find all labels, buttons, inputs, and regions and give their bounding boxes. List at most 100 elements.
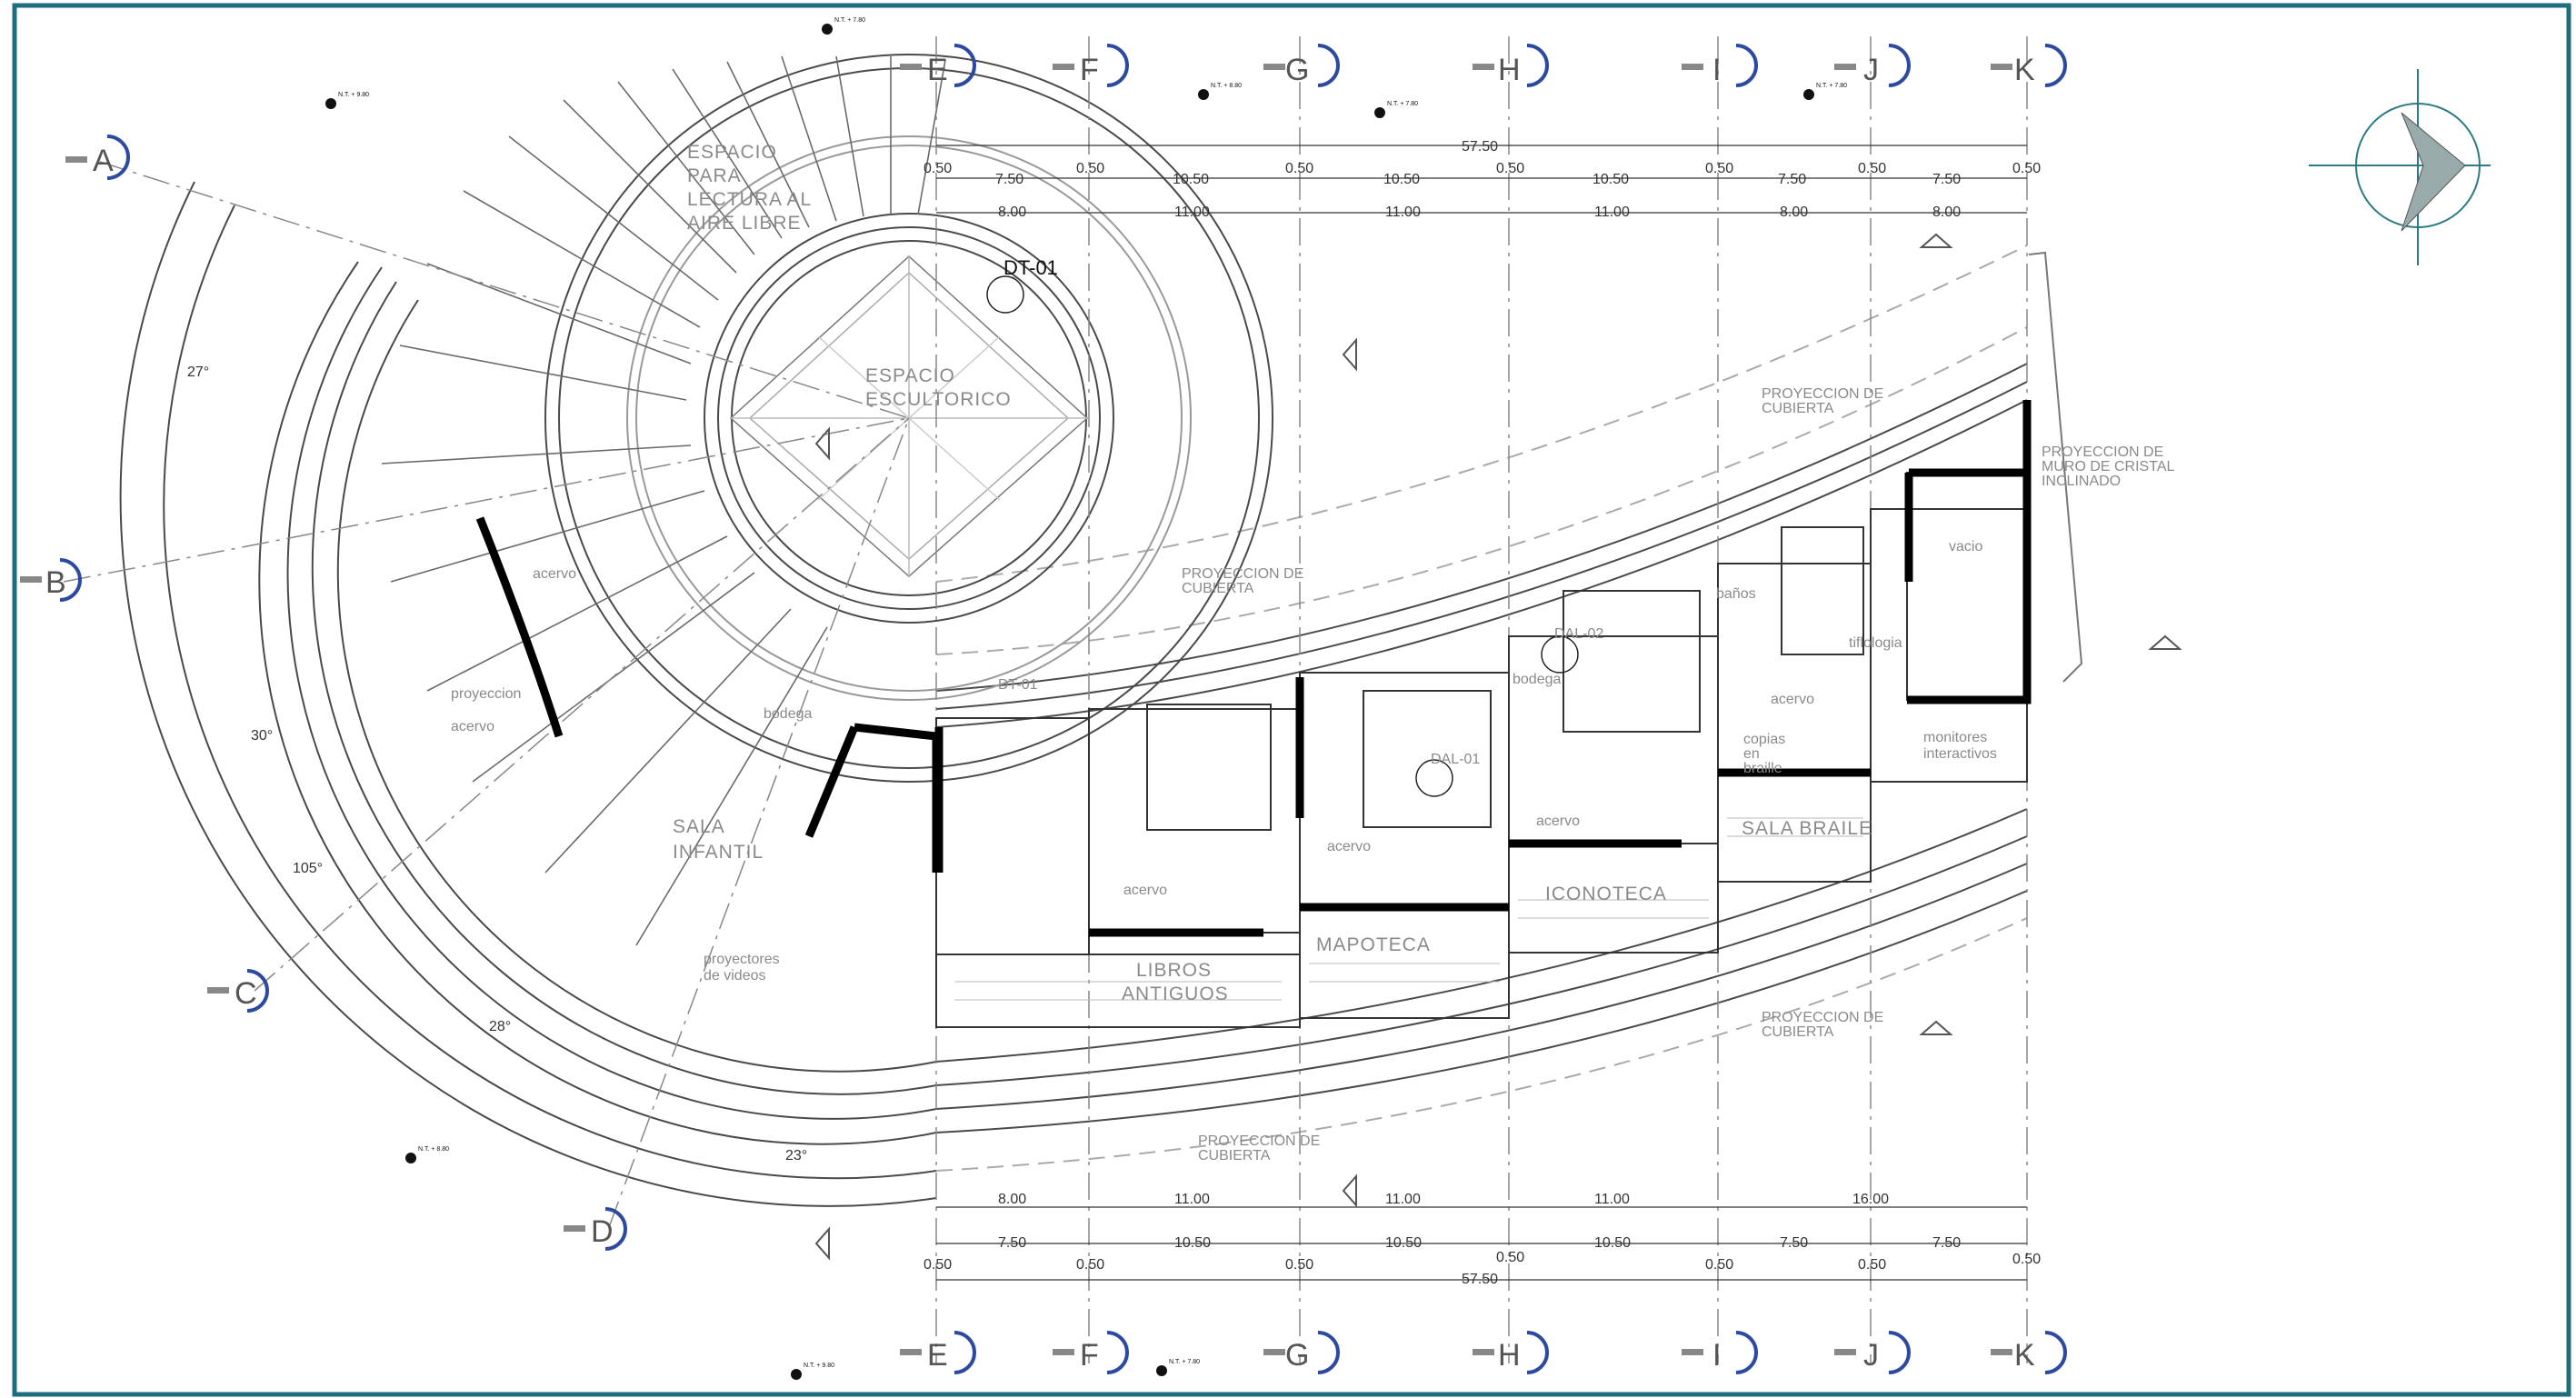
grid-bubbles-left: A B C D [20, 135, 627, 1251]
svg-text:8.00: 8.00 [1932, 205, 1961, 220]
svg-text:10.50: 10.50 [1593, 172, 1629, 187]
svg-text:E: E [927, 1338, 948, 1373]
svg-text:CUBIERTA: CUBIERTA [1182, 581, 1254, 596]
grid-bubble-h-top: H [1473, 44, 1549, 87]
svg-text:copias: copias [1743, 732, 1785, 747]
grid-lines [63, 36, 2028, 1363]
svg-text:10.50: 10.50 [1383, 172, 1420, 187]
grid-bubble-k-top: K [1991, 44, 2067, 87]
svg-text:N.T. + 7.80: N.T. + 7.80 [1169, 1359, 1200, 1365]
svg-text:11.00: 11.00 [1385, 1192, 1421, 1207]
svg-text:G: G [1285, 1338, 1309, 1373]
svg-text:I: I [1712, 53, 1721, 87]
svg-text:ANTIGUOS: ANTIGUOS [1122, 984, 1229, 1004]
svg-text:PROYECCION DE: PROYECCION DE [2042, 444, 2163, 460]
grid-bubble-c: C [207, 969, 269, 1013]
svg-text:7.50: 7.50 [1778, 172, 1806, 187]
svg-text:G: G [1285, 53, 1309, 87]
level-markers: N.T. + 7.80 N.T. + 9.80 N.T. + 8.80 N.T.… [325, 17, 1847, 1380]
grid-bubble-k-bottom: K [1991, 1331, 2067, 1374]
grid-bubble-g-top: G [1263, 44, 1340, 87]
svg-text:F: F [1080, 53, 1099, 87]
svg-text:PARA: PARA [687, 165, 742, 186]
svg-text:PROYECCION DE: PROYECCION DE [1198, 1133, 1320, 1149]
level-marker: N.T. + 9.80 [325, 92, 369, 109]
svg-text:0.50: 0.50 [1496, 1250, 1524, 1265]
section-markers [814, 233, 2182, 1261]
svg-text:7.50: 7.50 [998, 1235, 1026, 1251]
svg-text:proyectores: proyectores [704, 952, 780, 967]
room-walls [935, 472, 2028, 1028]
level-marker: N.T. + 8.80 [405, 1146, 449, 1163]
svg-text:E: E [927, 53, 948, 87]
svg-text:10.50: 10.50 [1594, 1235, 1631, 1251]
level-marker: N.T. + 9.80 [791, 1363, 834, 1380]
grid-bubble-i-top: I [1682, 44, 1758, 87]
svg-text:ESPACIO: ESPACIO [687, 142, 777, 163]
grid-bubbles-top: E F G H I J K [900, 44, 2067, 87]
detail-callouts: DT-01 DAL-01 DAL-02 DT-01 [986, 256, 1603, 797]
svg-text:J: J [1863, 53, 1879, 87]
level-marker: N.T. + 7.80 [1374, 101, 1418, 118]
dimensions-bottom [936, 1206, 2027, 1281]
svg-text:11.00: 11.00 [1594, 1192, 1630, 1207]
svg-text:0.50: 0.50 [2012, 1252, 2041, 1267]
svg-text:J: J [1863, 1338, 1879, 1373]
svg-text:23°: 23° [785, 1148, 807, 1163]
level-marker: N.T. + 8.80 [1198, 83, 1242, 100]
svg-text:0.50: 0.50 [1285, 161, 1313, 176]
svg-text:SALA: SALA [673, 816, 725, 837]
svg-text:11.00: 11.00 [1174, 1192, 1210, 1207]
svg-text:0.50: 0.50 [924, 1257, 952, 1273]
svg-text:8.00: 8.00 [1780, 205, 1808, 220]
svg-text:acervo: acervo [533, 566, 576, 582]
grid-bubble-e-top: E [900, 44, 976, 87]
angle-labels: 27° 30° 105° 28° 23° [187, 364, 807, 1163]
svg-text:DAL-02: DAL-02 [1554, 626, 1603, 642]
svg-text:0.50: 0.50 [1705, 161, 1733, 176]
svg-text:0.50: 0.50 [1285, 1257, 1313, 1273]
svg-text:16.00: 16.00 [1852, 1192, 1889, 1207]
svg-text:N.T. + 7.80: N.T. + 7.80 [1816, 83, 1847, 89]
svg-text:ESCULTORICO: ESCULTORICO [865, 389, 1012, 410]
curved-shell [119, 181, 2028, 1207]
thick-walls [475, 400, 2032, 937]
grid-bubble-d: D [564, 1207, 627, 1251]
svg-text:DT-01: DT-01 [1003, 256, 1058, 279]
svg-text:N.T. + 8.80: N.T. + 8.80 [1211, 83, 1242, 89]
dimension-labels-top: 57.50 0.50 7.50 0.50 10.50 0.50 10.50 0.… [924, 139, 2041, 220]
svg-text:105°: 105° [293, 861, 323, 876]
grid-bubble-a: A [65, 135, 130, 180]
svg-text:proyeccion: proyeccion [451, 686, 521, 702]
svg-text:0.50: 0.50 [1076, 1257, 1104, 1273]
svg-text:57.50: 57.50 [1462, 1272, 1498, 1287]
projection-notes: PROYECCION DE CUBIERTA PROYECCION DE CUB… [1182, 386, 2174, 1163]
svg-text:8.00: 8.00 [998, 1192, 1026, 1207]
grid-bubble-e-bottom: E [900, 1331, 976, 1374]
north-arrow-icon [2309, 69, 2491, 265]
svg-text:DAL-01: DAL-01 [1431, 752, 1480, 767]
svg-text:N.T. + 7.80: N.T. + 7.80 [834, 17, 865, 24]
svg-text:DT-01: DT-01 [998, 677, 1038, 693]
glass-wall [2028, 251, 2083, 683]
svg-text:C: C [235, 976, 257, 1011]
dimensions-top [936, 145, 2027, 214]
svg-text:PROYECCION DE: PROYECCION DE [1762, 386, 1883, 402]
svg-text:MURO DE CRISTAL: MURO DE CRISTAL [2042, 459, 2174, 474]
svg-text:LECTURA AL: LECTURA AL [687, 189, 812, 210]
level-marker: N.T. + 7.80 [1156, 1359, 1200, 1376]
room-labels: ESPACIO PARA LECTURA AL AIRE LIBRE ESPAC… [451, 142, 1997, 1004]
svg-text:K: K [2014, 53, 2035, 87]
svg-text:N.T. + 7.80: N.T. + 7.80 [1387, 101, 1418, 107]
svg-text:7.50: 7.50 [995, 172, 1023, 187]
svg-text:27°: 27° [187, 364, 209, 380]
svg-text:10.50: 10.50 [1173, 172, 1209, 187]
svg-text:F: F [1080, 1338, 1099, 1373]
svg-text:N.T. + 9.80: N.T. + 9.80 [338, 92, 369, 98]
svg-text:K: K [2014, 1338, 2035, 1373]
spiral-ramp-lines [381, 55, 946, 946]
sheet-frame [12, 3, 2571, 1397]
grid-bubble-h-bottom: H [1473, 1331, 1549, 1374]
svg-text:interactivos: interactivos [1923, 746, 1997, 762]
svg-text:0.50: 0.50 [1496, 161, 1524, 176]
